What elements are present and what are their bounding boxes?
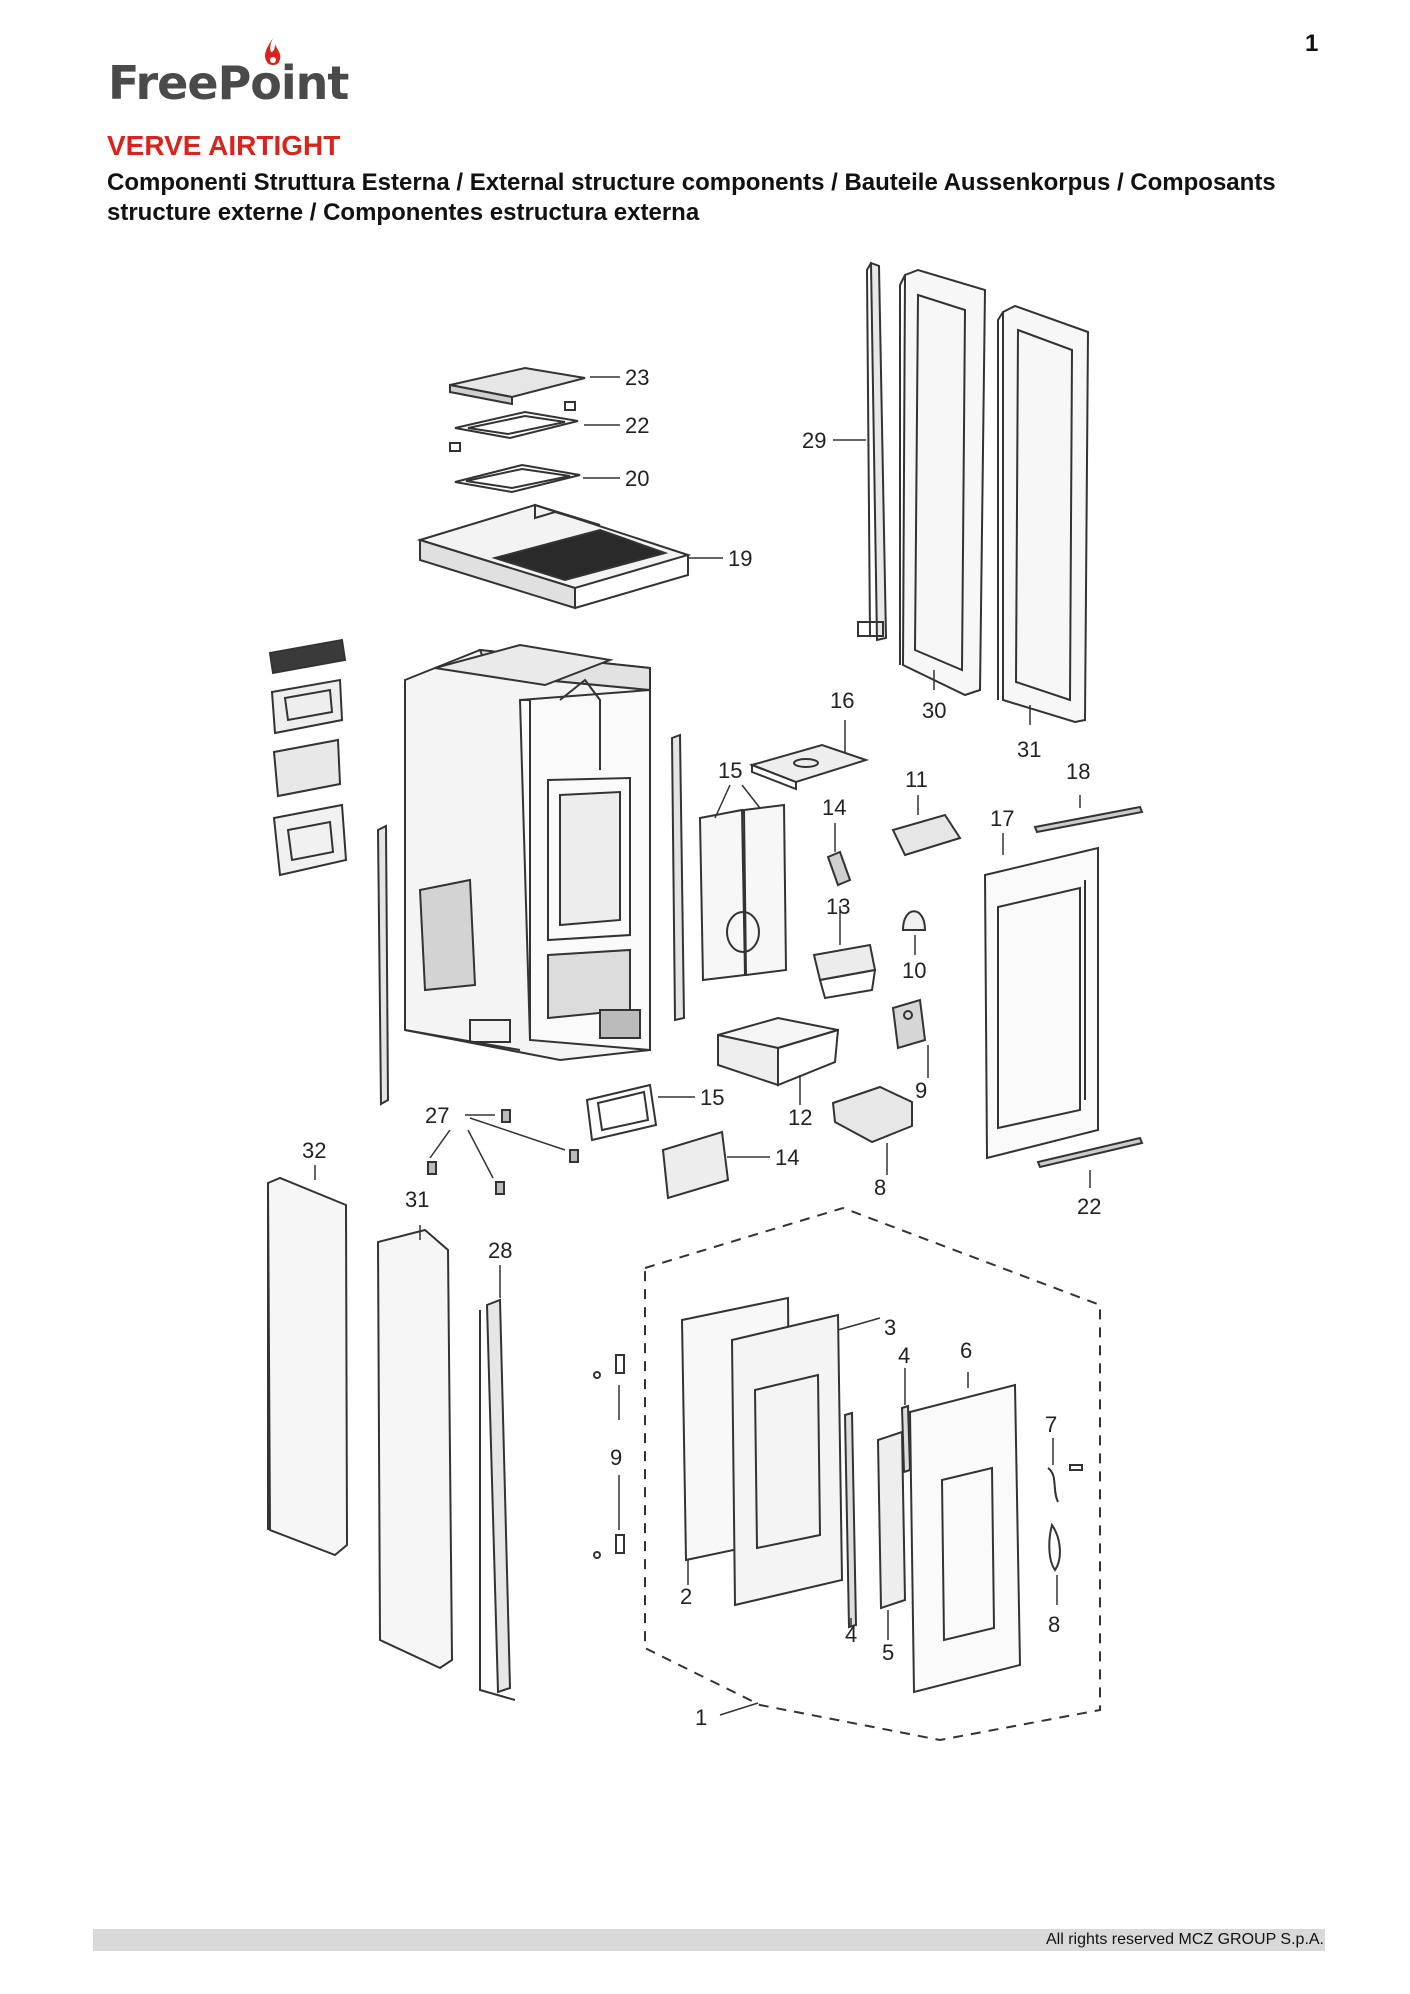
callout-1: 1 xyxy=(695,1705,707,1730)
door-assembly-outline xyxy=(644,1206,1101,1742)
part-34-side-panel xyxy=(899,268,987,697)
callout-17: 13 xyxy=(826,894,850,919)
callout-23: 17 xyxy=(990,806,1014,831)
section-subtitle: Componenti Struttura Esterna / External … xyxy=(107,169,1276,226)
callout-4-bottom: 4 xyxy=(845,1622,857,1647)
stove-main-body xyxy=(404,643,651,1062)
part-19-insulation xyxy=(698,803,788,982)
part-22-rod xyxy=(1036,1136,1144,1169)
callout-13: 11 xyxy=(905,767,928,792)
part-10-housing xyxy=(831,1085,913,1144)
callout-28: 23 xyxy=(625,365,649,390)
callout-33: 29 xyxy=(802,428,826,453)
callout-labels-extra: 13 xyxy=(0,0,24,5)
leader-lines xyxy=(314,376,1091,1716)
callout-14-label: 14 xyxy=(775,1145,799,1170)
control-panel-parts xyxy=(268,638,348,877)
part-3-door-frame xyxy=(730,1313,844,1607)
callout-25: 19 xyxy=(728,546,752,571)
part-33-side-rail xyxy=(857,261,888,642)
part-6-door-front xyxy=(908,1383,1022,1694)
callout-7: 7 xyxy=(1045,1412,1057,1437)
part-11-bracket xyxy=(891,998,927,1050)
callout-11: 9 xyxy=(915,1078,927,1103)
part-5-glass xyxy=(876,1430,907,1610)
callout-12: 10 xyxy=(902,958,926,983)
part-16-box xyxy=(717,1016,840,1087)
part-27-frame xyxy=(449,401,579,452)
callout-34: 30 xyxy=(922,698,946,723)
callout-10: 8 xyxy=(874,1175,886,1200)
callout-20: 16 xyxy=(830,688,854,713)
part-31-front-panel xyxy=(376,1228,454,1670)
callout-30: 28 xyxy=(488,1238,512,1263)
part-35-side-panel xyxy=(997,304,1090,724)
callout-31-label: 31 xyxy=(405,1187,429,1212)
callout-29: 27 xyxy=(425,1103,449,1128)
callout-15-label: 15 xyxy=(700,1085,724,1110)
part-18-bracket xyxy=(826,850,852,887)
front-right-rail xyxy=(670,733,686,1022)
callout-16: 12 xyxy=(788,1105,812,1130)
callout-labels: 23 22 20 19 29 30 31 16 15 14 11 18 17 1… xyxy=(302,365,1090,1730)
part-9-brackets xyxy=(593,1354,625,1559)
part-24-rod xyxy=(1033,805,1144,834)
callout-3: 3 xyxy=(884,1315,896,1340)
callout-26: 20 xyxy=(625,466,649,491)
part-17-hopper xyxy=(812,943,877,1000)
copyright-notice: All rights reserved MCZ GROUP S.p.A. xyxy=(1046,1931,1324,1948)
part-29-feet xyxy=(427,1109,579,1195)
callout-4-top: 4 xyxy=(898,1343,910,1368)
product-title: VERVE AIRTIGHT xyxy=(107,130,341,161)
part-23-door xyxy=(983,846,1099,1160)
part-30-rail xyxy=(479,1298,516,1701)
callout-2: 2 xyxy=(680,1584,692,1609)
callout-35: 31 xyxy=(1017,737,1041,762)
callout-27: 22 xyxy=(625,413,649,438)
part-4-rails xyxy=(843,1404,912,1629)
callout-19: 15 xyxy=(718,758,742,783)
logo-wordmark: FreePoint xyxy=(108,56,349,110)
part-26-gasket xyxy=(454,463,581,494)
callout-18: 14 xyxy=(822,795,846,820)
freepoint-logo: FreePoint xyxy=(108,34,349,110)
left-upright-rail xyxy=(376,824,390,1106)
page-number: 1 xyxy=(1305,30,1319,57)
callout-24: 18 xyxy=(1066,759,1090,784)
part-7-8-handle xyxy=(1047,1464,1083,1572)
part-28-top-cover xyxy=(449,366,586,406)
callout-9-label: 9 xyxy=(610,1445,622,1470)
flame-icon xyxy=(265,38,281,65)
part-13-cover xyxy=(891,813,962,857)
footer-bar xyxy=(93,1929,1325,1951)
part-20-plate xyxy=(748,743,870,791)
callout-8-label: 8 xyxy=(1048,1612,1060,1637)
part-15-frame xyxy=(585,1083,658,1142)
part-14-plate xyxy=(661,1130,730,1200)
callout-6: 6 xyxy=(960,1338,972,1363)
callout-22-label: 22 xyxy=(1077,1194,1101,1219)
part-25-top-panel xyxy=(416,503,692,610)
callout-32: 32 xyxy=(302,1138,326,1163)
callout-5: 5 xyxy=(882,1640,894,1665)
part-32-side-panel xyxy=(266,1176,349,1557)
part-12-cap xyxy=(901,910,927,931)
